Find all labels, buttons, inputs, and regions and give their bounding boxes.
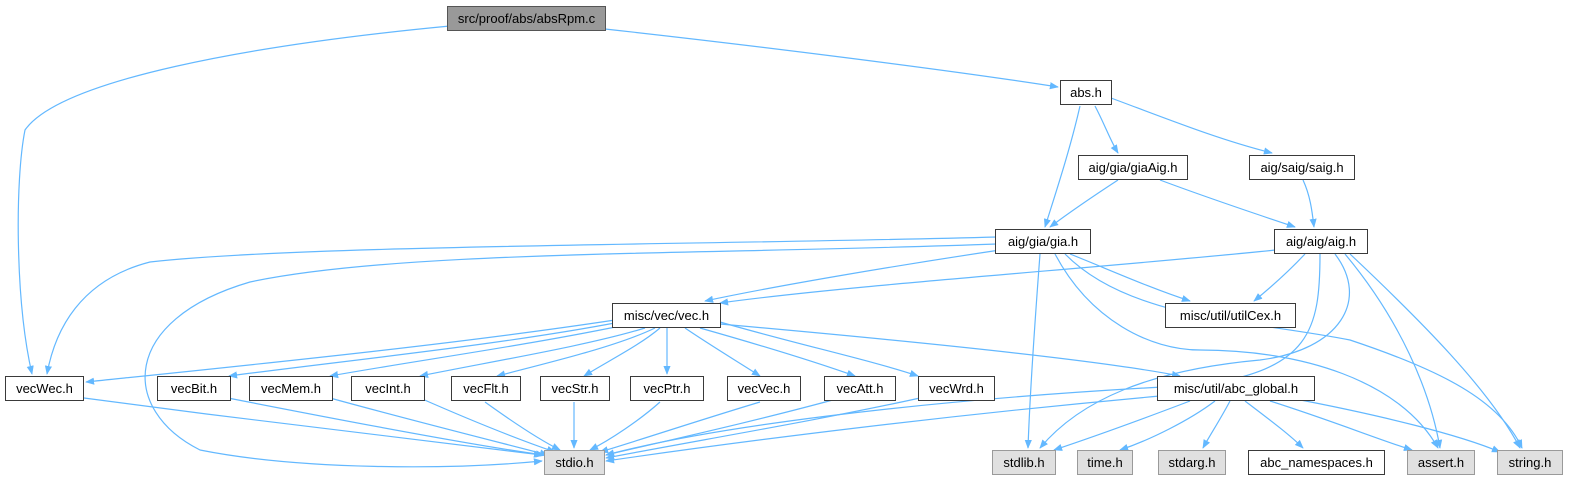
edge-abcglobal-string: [1289, 397, 1501, 453]
edge-abcglobal-assert: [1269, 400, 1413, 452]
edge-vecwec-stdio: [83, 397, 543, 458]
edge-vec-vecflt: [496, 327, 656, 378]
edge-gia-string: [1064, 253, 1523, 449]
edge-abs-gia: [1043, 105, 1081, 228]
edge-vec-vecvec: [684, 327, 761, 377]
edge-vec-vecwec: [85, 319, 616, 385]
node-stdarg-h: stdarg.h: [1158, 450, 1226, 475]
node-vecmem-h[interactable]: vecMem.h: [249, 376, 333, 401]
edge-vec-vecint: [419, 327, 646, 378]
edge-vecmem-stdio: [329, 397, 549, 457]
node-vecwrd-h[interactable]: vecWrd.h: [918, 376, 995, 401]
node-stdio-h: stdio.h: [544, 450, 605, 475]
node-abs-h[interactable]: abs.h: [1060, 80, 1112, 105]
edge-abcglobal-stdio: [605, 395, 1161, 464]
edge-aig-assert: [1344, 253, 1443, 449]
edge-aig-utilcex: [1253, 253, 1306, 302]
edge-vec-vecatt: [699, 327, 856, 377]
edge-vecvec-stdio: [599, 401, 761, 454]
node-stdlib-h: stdlib.h: [992, 450, 1056, 475]
node-vecatt-h[interactable]: vecAtt.h: [824, 376, 896, 401]
node-time-h: time.h: [1077, 450, 1133, 475]
node-vecflt-h[interactable]: vecFlt.h: [451, 376, 521, 401]
edge-aig-string: [1349, 253, 1521, 449]
node-vecstr-h[interactable]: vecStr.h: [540, 376, 610, 401]
edge-gia-vecwec: [44, 236, 998, 375]
edge-gia-stdlib: [1024, 253, 1041, 449]
edge-vecflt-stdio: [484, 401, 561, 451]
edge-root-vecwec: [17, 25, 451, 375]
edge-saig-aig: [1302, 179, 1317, 228]
edge-vec-vecwrd: [719, 321, 919, 377]
node-aig-h[interactable]: aig/aig/aig.h: [1274, 229, 1368, 254]
edge-abs-saig: [1110, 97, 1273, 155]
edge-vecbit-stdio: [227, 397, 545, 458]
edge-vec-vecmem: [329, 323, 631, 379]
edge-vec-vecstr: [583, 327, 661, 377]
edge-giaaig-aig: [1159, 179, 1296, 228]
node-abc-global-h[interactable]: misc/util/abc_global.h: [1157, 376, 1315, 401]
edge-gia-assert: [1054, 253, 1439, 449]
node-giaaig-h[interactable]: aig/gia/giaAig.h: [1078, 155, 1188, 180]
node-absrpm-c: src/proof/abs/absRpm.c: [447, 6, 606, 31]
edge-vecint-stdio: [419, 397, 556, 453]
node-utilcex-h[interactable]: misc/util/utilCex.h: [1165, 303, 1296, 328]
edge-vecatt-stdio: [605, 397, 841, 457]
node-vecbit-h[interactable]: vecBit.h: [157, 376, 231, 401]
node-assert-h: assert.h: [1407, 450, 1475, 475]
node-vecptr-h[interactable]: vecPtr.h: [630, 376, 704, 401]
edge-aig-vec: [719, 249, 1277, 306]
edge-root-abs: [604, 28, 1059, 90]
node-vecvec-h[interactable]: vecVec.h: [727, 376, 801, 401]
node-saig-h[interactable]: aig/saig/saig.h: [1249, 155, 1355, 180]
edge-abcglobal-stdarg: [1202, 400, 1231, 449]
edge-gia-vec: [704, 249, 1001, 303]
edge-abcglobal-time: [1119, 400, 1216, 451]
edge-gia-utilcex: [1069, 253, 1191, 302]
edge-giaaig-gia: [1049, 179, 1119, 228]
edge-aig-stdlib: [1039, 253, 1351, 449]
edge-vecwrd-stdio: [605, 397, 921, 461]
node-string-h: string.h: [1497, 450, 1563, 475]
edge-aig-stdio: [605, 253, 1321, 457]
edge-abcglobal-stdlib: [1053, 400, 1191, 451]
edge-vecptr-stdio: [589, 401, 661, 451]
node-vecint-h[interactable]: vecInt.h: [351, 376, 425, 401]
edge-abcglobal-abcns: [1244, 400, 1304, 449]
node-vecwec-h[interactable]: vecWec.h: [5, 376, 84, 401]
edge-vec-vecbit: [228, 321, 621, 379]
edge-vec-abcglobal: [719, 323, 1181, 378]
node-abc-namespaces-h[interactable]: abc_namespaces.h: [1248, 450, 1385, 475]
node-gia-h[interactable]: aig/gia/gia.h: [995, 229, 1091, 254]
edge-gia-stdio: [144, 243, 998, 468]
edge-abs-giaaig: [1094, 105, 1119, 154]
node-vec-h[interactable]: misc/vec/vec.h: [612, 303, 721, 328]
